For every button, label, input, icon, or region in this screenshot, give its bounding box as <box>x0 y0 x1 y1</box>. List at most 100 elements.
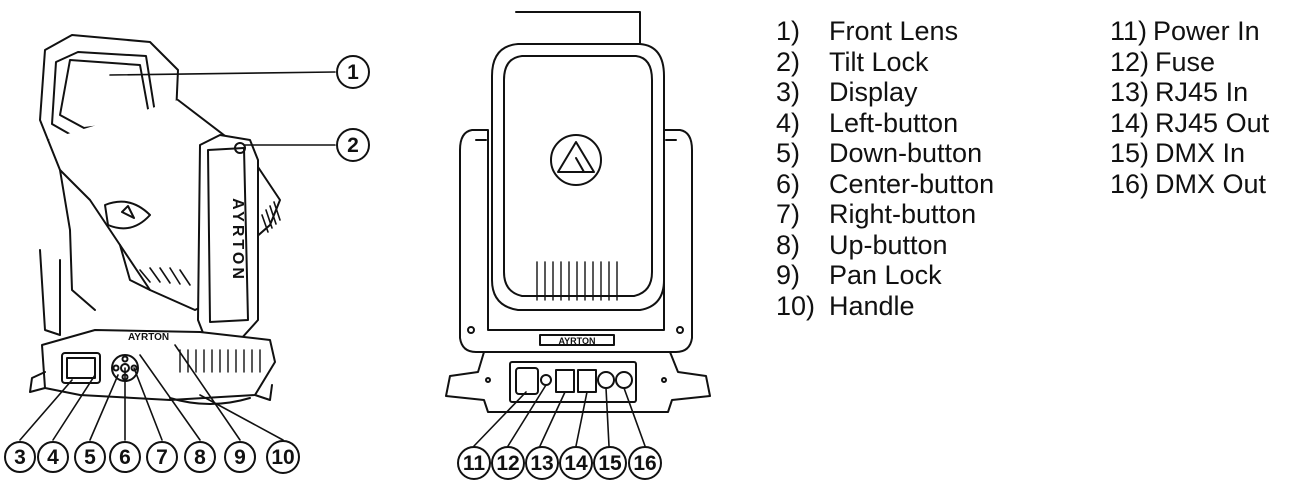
legend-item-number: 4) <box>776 107 801 138</box>
power-in-port <box>515 367 539 395</box>
legend-item: 2)Tilt Lock <box>776 47 994 78</box>
callout-8: 8 <box>184 441 216 473</box>
callout-10: 10 <box>266 440 300 474</box>
svg-text:15: 15 <box>598 452 622 475</box>
legend-item-label: DMX In <box>1155 138 1246 168</box>
legend-item-number: 11) <box>1110 16 1148 46</box>
legend-item-number: 10) <box>776 290 816 321</box>
legend-item: 15)DMX In <box>1110 138 1269 169</box>
legend-item-label: Pan Lock <box>829 260 942 290</box>
svg-text:11: 11 <box>463 452 486 475</box>
legend-item-label: RJ45 In <box>1155 77 1249 107</box>
callout-7: 7 <box>146 441 178 473</box>
legend-item-label: Tilt Lock <box>829 46 929 77</box>
legend-item: 3) Display <box>776 77 994 108</box>
yoke-brand-text: AYRTON <box>229 198 246 282</box>
svg-text:3: 3 <box>14 446 26 469</box>
legend-item-label: Up-button <box>829 229 948 260</box>
legend-item-label: Down-button <box>829 138 983 168</box>
svg-text:4: 4 <box>47 446 59 469</box>
callout-1: 1 <box>336 55 370 89</box>
legend-item: 13)RJ45 In <box>1110 77 1269 108</box>
legend-item-label: Left-button <box>829 107 959 138</box>
svg-text:5: 5 <box>84 446 96 469</box>
callout-15: 15 <box>593 446 627 480</box>
legend-item: 6) Center-button <box>776 169 994 200</box>
callout-3: 3 <box>4 441 36 473</box>
svg-text:10: 10 <box>271 446 294 469</box>
legend-item: 14)RJ45 Out <box>1110 108 1269 139</box>
callout-12: 12 <box>491 446 525 480</box>
side-leader-lines <box>19 71 336 441</box>
head-logo-icon <box>104 200 151 230</box>
legend-item-number: 5) <box>776 138 801 168</box>
svg-text:7: 7 <box>156 446 168 469</box>
legend-item-number: 12) <box>1110 46 1150 77</box>
legend-item: 9) Pan Lock <box>776 260 994 291</box>
legend-item: 7) Right-button <box>776 199 994 230</box>
base-brand-text: AYRTON <box>128 332 169 343</box>
yoke-arm <box>197 134 259 341</box>
legend-item-number: 6) <box>776 168 801 199</box>
rear-fins <box>536 261 618 301</box>
callout-9: 9 <box>224 441 256 473</box>
legend-item-label: Display <box>829 77 918 107</box>
legend-item-label: DMX Out <box>1155 168 1267 199</box>
rear-yoke <box>459 129 693 353</box>
connector-panel <box>509 361 637 403</box>
svg-text:12: 12 <box>496 452 519 475</box>
legend-item: 5) Down-button <box>776 138 994 169</box>
legend-item-label: Center-button <box>829 168 995 199</box>
side-view-fixture: AYRTON AYRTON <box>19 34 336 441</box>
svg-text:2: 2 <box>347 134 359 157</box>
svg-text:9: 9 <box>234 446 246 469</box>
legend-item-number: 7) <box>776 199 801 229</box>
callout-6: 6 <box>109 441 141 473</box>
rear-brand-text: AYRTON <box>558 336 595 346</box>
rear-head <box>491 43 665 311</box>
legend-item-number: 1) <box>776 16 801 46</box>
callout-4: 4 <box>37 441 69 473</box>
svg-text:6: 6 <box>119 446 131 469</box>
callout-14: 14 <box>559 446 593 480</box>
legend-item-number: 8) <box>776 229 801 260</box>
svg-text:14: 14 <box>564 452 588 475</box>
legend-item: 4) Left-button <box>776 108 994 139</box>
callout-11: 11 <box>457 446 491 480</box>
legend-item: 16)DMX Out <box>1110 169 1269 200</box>
legend-item: 10) Handle <box>776 291 994 322</box>
legend-item-number: 16) <box>1110 168 1150 199</box>
svg-text:8: 8 <box>194 446 206 469</box>
head-cooling-fins <box>139 201 281 286</box>
callout-2: 2 <box>336 128 370 162</box>
legend-item: 11)Power In <box>1110 16 1269 47</box>
rear-leader-lines <box>473 384 646 447</box>
legend-item-label: Right-button <box>829 199 977 229</box>
rear-view-fixture: AYRTON <box>445 11 711 447</box>
legend-item-number: 9) <box>776 260 801 290</box>
rear-top-housing <box>515 11 641 47</box>
base-fins <box>179 349 261 373</box>
svg-text:1: 1 <box>347 61 359 84</box>
legend-item: 12)Fuse <box>1110 47 1269 78</box>
callout-bubbles: 1 2 3 4 5 6 7 8 <box>4 55 662 480</box>
legend-item: 8) Up-button <box>776 230 994 261</box>
legend-item-number: 15) <box>1110 138 1150 168</box>
callout-13: 13 <box>525 446 559 480</box>
legend-item-label: Handle <box>829 290 915 321</box>
callout-5: 5 <box>74 441 106 473</box>
legend-item-label: RJ45 Out <box>1155 107 1270 138</box>
rear-logo-icon <box>550 134 602 186</box>
legend-item-label: Front Lens <box>829 16 959 46</box>
legend-item-number: 3) <box>776 77 801 107</box>
legend-item: 1) Front Lens <box>776 16 994 47</box>
legend-item-number: 13) <box>1110 77 1150 107</box>
display <box>61 352 101 384</box>
legend-item-label: Power In <box>1153 16 1260 46</box>
svg-text:13: 13 <box>530 452 553 475</box>
callout-16: 16 <box>628 446 662 480</box>
handle <box>169 397 251 405</box>
